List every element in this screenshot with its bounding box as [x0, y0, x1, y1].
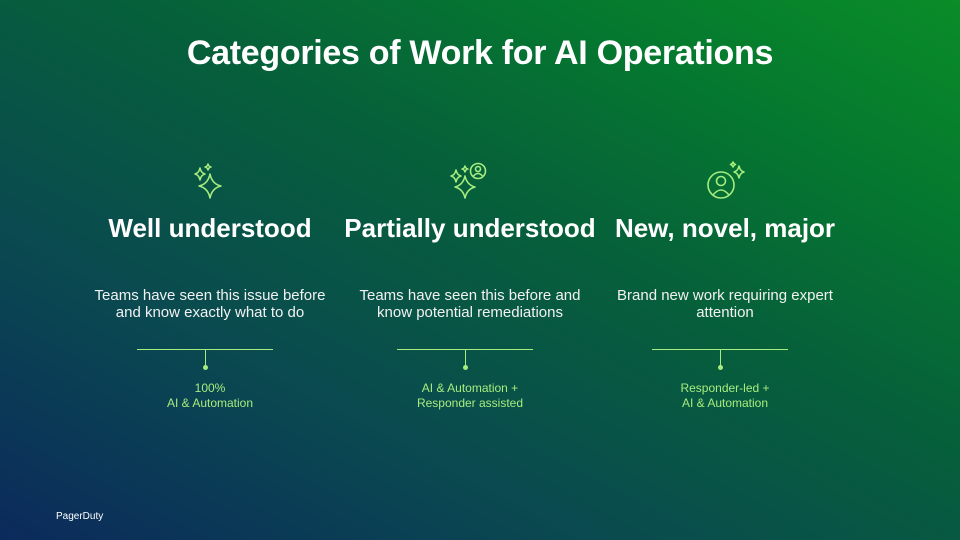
tag-line: 100%: [194, 381, 226, 395]
page-title: Categories of Work for AI Operations: [186, 34, 774, 72]
sparkles-icon: [80, 158, 340, 206]
connector-line: [340, 349, 600, 370]
category-heading: Partially understood: [344, 213, 596, 243]
tag-line: Responder-led +: [680, 381, 770, 395]
category-heading: Well understood: [108, 213, 312, 243]
category-description: Teams have seen this issue before and kn…: [94, 287, 326, 321]
tag-line: AI & Automation: [166, 396, 254, 410]
category-tag: 100%AI & Automation: [80, 381, 340, 411]
category-description: Teams have seen this before and know pot…: [359, 287, 581, 321]
user-sparkles-icon: [595, 158, 855, 206]
sparkles-user-icon: [340, 158, 600, 206]
category-heading: New, novel, major: [614, 213, 836, 243]
category-new-novel-major: New, novel, major Brand new work requiri…: [595, 158, 855, 411]
category-tag: Responder-led +AI & Automation: [595, 381, 855, 411]
tag-line: AI & Automation: [681, 396, 769, 410]
category-partially-understood: Partially understood Teams have seen thi…: [340, 158, 600, 411]
tag-line: Responder assisted: [416, 396, 524, 410]
connector-line: [595, 349, 855, 370]
pagerduty-logo: PagerDuty: [56, 511, 104, 522]
category-description: Brand new work requiring expert attentio…: [617, 287, 833, 321]
connector-line: [80, 349, 340, 370]
category-well-understood: Well understood Teams have seen this iss…: [80, 158, 340, 411]
tag-line: AI & Automation +: [421, 381, 519, 395]
category-tag: AI & Automation +Responder assisted: [340, 381, 600, 411]
